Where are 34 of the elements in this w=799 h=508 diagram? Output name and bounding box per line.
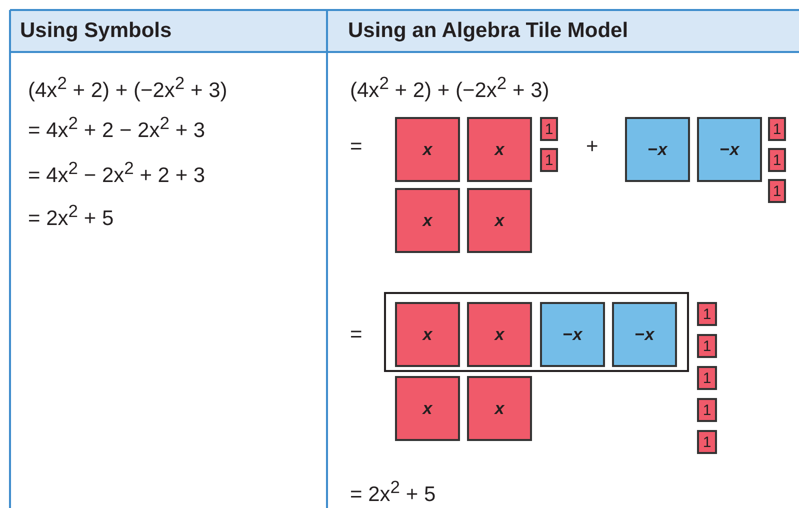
equation-line: = 4x$^{2}$ − 2x$^{2}$ + 2 + 3 (28, 157, 206, 189)
positive-tile: x (395, 376, 460, 441)
unit-tile: 1 (697, 334, 717, 358)
equation-line: (4x$^{2}$ + 2) + (−2x$^{2}$ + 3) (28, 72, 228, 104)
equation-line: = 2x$^{2}$ + 5 (28, 200, 114, 232)
equation-line: = 2x$^{2}$ + 5 (350, 476, 436, 508)
positive-tile: x (467, 302, 532, 367)
positive-tile: x (467, 376, 532, 441)
negative-tile: −x (625, 117, 690, 182)
unit-tile: 1 (697, 430, 717, 454)
negative-tile: −x (540, 302, 605, 367)
positive-tile: x (467, 188, 532, 253)
unit-tile: 1 (540, 148, 558, 172)
positive-tile: x (395, 188, 460, 253)
negative-tile: −x (697, 117, 762, 182)
unit-tile: 1 (697, 366, 717, 390)
unit-tile: 1 (540, 117, 558, 141)
unit-tile: 1 (697, 302, 717, 326)
negative-tile: −x (612, 302, 677, 367)
operator-sign: = (350, 322, 362, 348)
equation-line: = 4x$^{2}$ + 2 − 2x$^{2}$ + 3 (28, 112, 206, 144)
group-frame (384, 292, 689, 372)
column-header: Using Symbols (20, 18, 172, 44)
positive-tile: x (395, 117, 460, 182)
equation-line: (4x$^{2}$ + 2) + (−2x$^{2}$ + 3) (350, 72, 550, 104)
column-header: Using an Algebra Tile Model (348, 18, 628, 44)
unit-tile: 1 (768, 117, 786, 141)
unit-tile: 1 (768, 179, 786, 203)
unit-tile: 1 (768, 148, 786, 172)
operator-sign: = (350, 134, 362, 160)
positive-tile: x (467, 117, 532, 182)
operator-sign: + (586, 134, 598, 160)
positive-tile: x (395, 302, 460, 367)
unit-tile: 1 (697, 398, 717, 422)
